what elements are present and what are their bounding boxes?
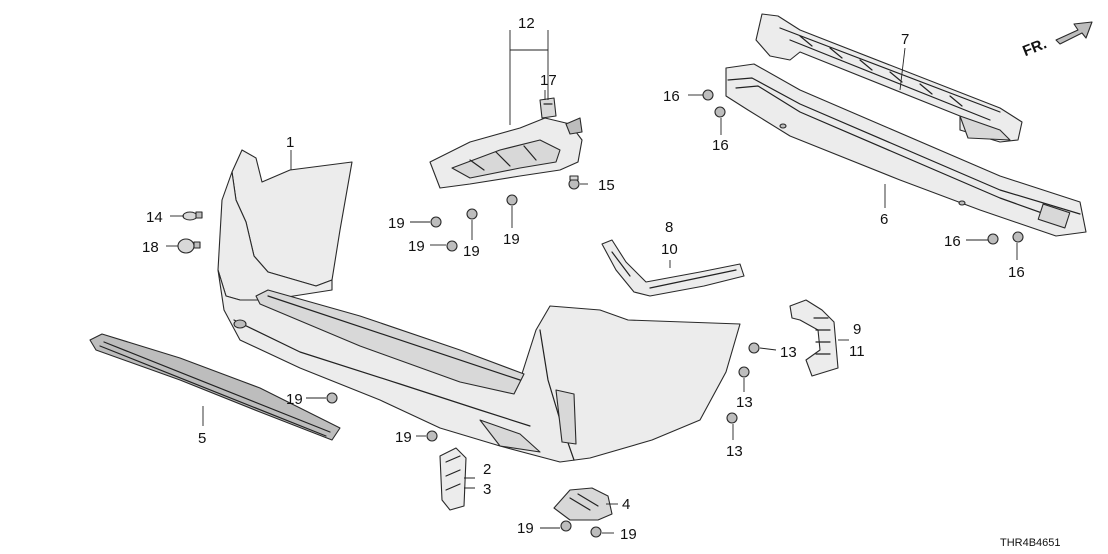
part-6-bumper-beam[interactable] (725, 63, 1087, 237)
part-16-bolt[interactable] (987, 233, 999, 245)
callout-16-a: 16 (663, 88, 680, 105)
callout-19-g: 19 (517, 520, 534, 537)
part-13-screw[interactable] (748, 342, 760, 354)
front-direction-label: FR. (1020, 35, 1049, 60)
part-14-grommet[interactable] (182, 211, 203, 221)
callout-13-c: 13 (726, 443, 743, 460)
callout-19-f: 19 (395, 429, 412, 446)
callout-12: 12 (518, 15, 535, 32)
part-19-clip[interactable] (590, 526, 602, 538)
part-5-step-pad[interactable] (89, 333, 341, 441)
callout-9: 9 (853, 321, 861, 338)
part-8-10-side-bracket[interactable] (601, 239, 745, 297)
part-4-lower-bracket[interactable] (553, 487, 613, 521)
callout-10: 10 (661, 241, 678, 258)
callout-labels: 1 2 3 4 5 6 7 8 9 10 11 12 13 13 13 14 1… (142, 15, 1025, 543)
part-19-clip[interactable] (466, 208, 478, 220)
callout-8: 8 (665, 219, 673, 236)
callout-19-b: 19 (408, 238, 425, 255)
part-18-grommet[interactable] (177, 238, 201, 254)
callout-17: 17 (540, 72, 557, 89)
callout-19-d: 19 (503, 231, 520, 248)
part-19-clip[interactable] (426, 430, 438, 442)
diagram-code: THR4B4651 (1000, 537, 1061, 549)
part-19-clip[interactable] (430, 216, 442, 228)
callout-3: 3 (483, 481, 491, 498)
callout-6: 6 (880, 211, 888, 228)
callout-19-a: 19 (388, 215, 405, 232)
callout-16-d: 16 (1008, 264, 1025, 281)
callout-13-b: 13 (736, 394, 753, 411)
part-19-clip[interactable] (326, 392, 338, 404)
front-direction-indicator: FR. (1020, 21, 1093, 60)
part-16-bolt[interactable] (702, 89, 714, 101)
front-direction-arrow-icon (1055, 21, 1093, 45)
callout-16-b: 16 (712, 137, 729, 154)
part-16-bolt[interactable] (1012, 231, 1024, 243)
part-15-bolt[interactable] (568, 175, 580, 190)
part-2-3-reflector[interactable] (439, 447, 467, 511)
part-13-screw[interactable] (726, 412, 738, 424)
part-12-bracket-assembly[interactable] (429, 117, 583, 189)
part-16-bolt[interactable] (714, 106, 726, 118)
part-19-clip[interactable] (506, 194, 518, 206)
callout-13-a: 13 (780, 344, 797, 361)
callout-11: 11 (849, 343, 865, 360)
callout-14: 14 (146, 209, 163, 226)
callout-7: 7 (901, 31, 909, 48)
part-7-energy-absorber[interactable] (755, 13, 1023, 143)
leader-lines (166, 30, 1018, 534)
part-1-rear-bumper-face[interactable] (217, 149, 741, 463)
callout-2: 2 (483, 461, 491, 478)
callout-5: 5 (198, 430, 206, 447)
part-13-screw[interactable] (738, 366, 750, 378)
callout-18: 18 (142, 239, 159, 256)
part-17-clip[interactable] (539, 97, 557, 119)
part-19-clip[interactable] (560, 520, 572, 532)
callout-4: 4 (622, 496, 630, 513)
callout-19-e: 19 (286, 391, 303, 408)
part-9-11-corner-bracket[interactable] (789, 299, 839, 377)
callout-16-c: 16 (944, 233, 961, 250)
callout-1: 1 (286, 134, 294, 151)
part-19-clip[interactable] (446, 240, 458, 252)
callout-19-h: 19 (620, 526, 637, 543)
callout-15: 15 (598, 177, 615, 194)
callout-19-c: 19 (463, 243, 480, 260)
